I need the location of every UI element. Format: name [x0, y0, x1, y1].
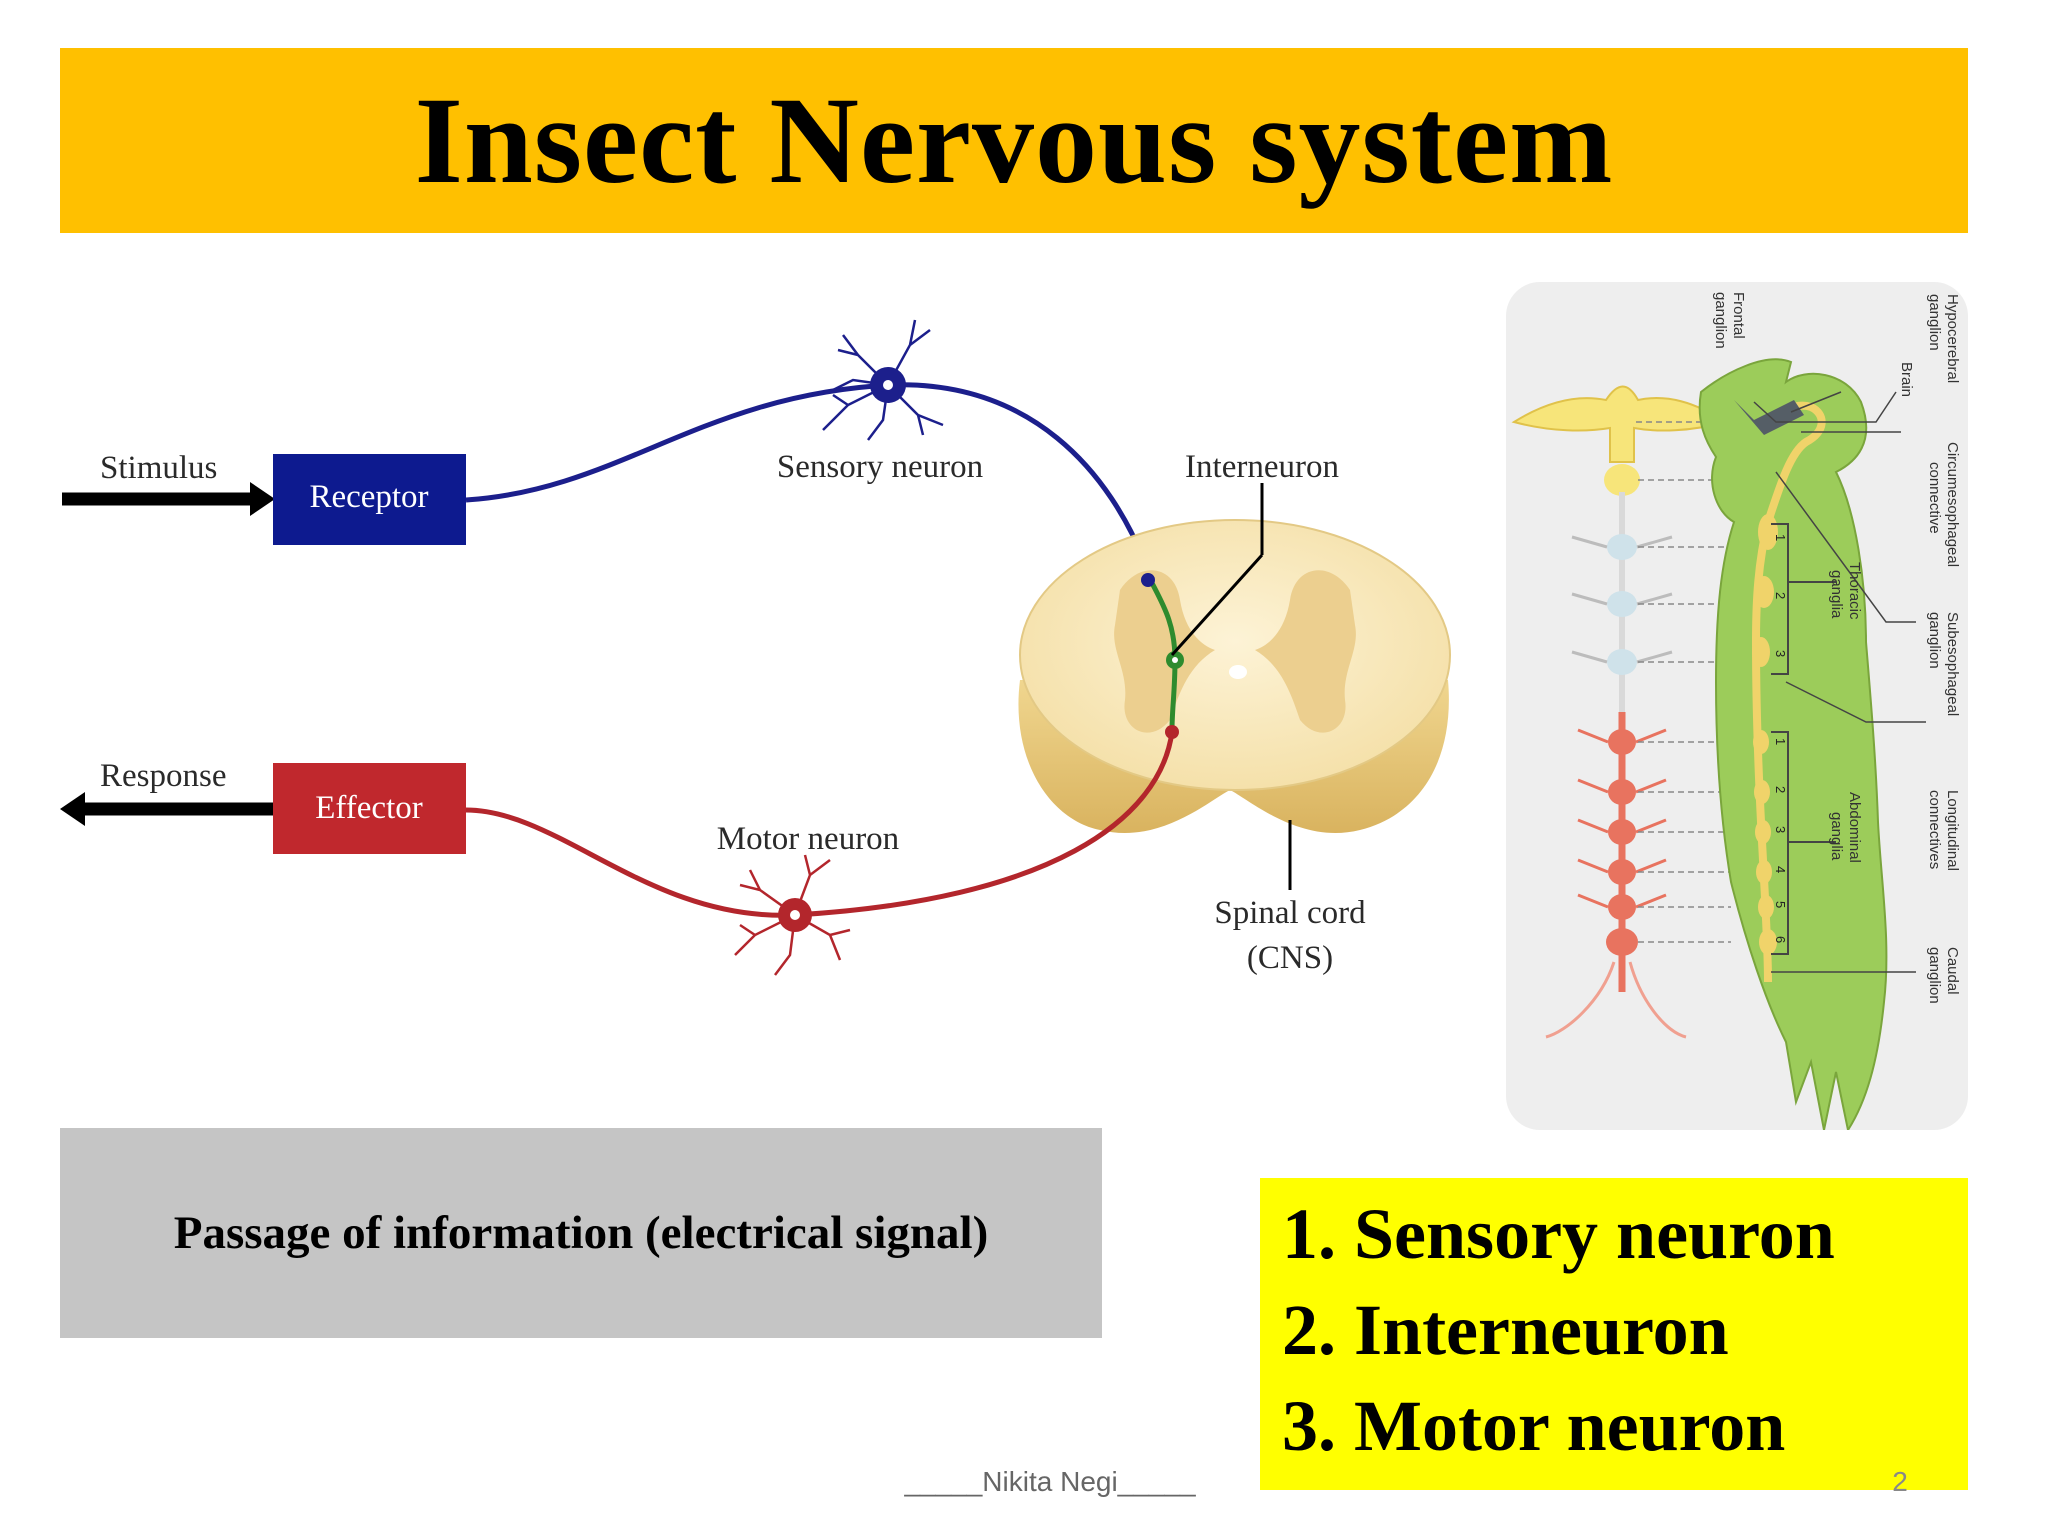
stimulus-arrow — [62, 482, 275, 516]
abdominal-number: 5 — [1773, 901, 1788, 908]
nerve-cord-schematic — [1511, 385, 1727, 1039]
abdominal-number: 2 — [1773, 786, 1788, 793]
motor-neuron-cell — [734, 854, 851, 976]
insect-body — [1698, 358, 1888, 1130]
list-item: 1. Sensory neuron — [1282, 1194, 1835, 1274]
longitudinal-label: Longitudinal — [1944, 790, 1961, 871]
brain-label: Brain — [1898, 362, 1915, 397]
interneuron — [1141, 573, 1184, 739]
dashed-guides — [1636, 421, 1746, 943]
svg-text:ganglia: ganglia — [1828, 570, 1845, 619]
effector-box — [273, 763, 466, 854]
svg-text:ganglion: ganglion — [1926, 947, 1943, 1004]
thoracic-number: 2 — [1773, 592, 1788, 599]
abdominal-number: 4 — [1773, 866, 1788, 873]
hypocerebral-label: Hypocerebral — [1944, 294, 1961, 383]
spinal-cord — [1018, 519, 1451, 834]
author-footer: _____Nikita Negi_____ — [904, 1466, 1196, 1497]
sensory-neuron-cell — [822, 319, 944, 441]
subesophageal-label: Subesophageal — [1944, 612, 1961, 716]
slide-title: Insect Nervous system — [414, 71, 1614, 209]
insect-nervous-system-figure: Hypocerebral ganglion Frontal ganglion B… — [1506, 282, 1968, 1130]
passage-caption: Passage of information (electrical signa… — [173, 1207, 989, 1259]
abdominal-number: 3 — [1773, 826, 1788, 833]
svg-text:connectives: connectives — [1926, 790, 1943, 869]
interneuron-pointer — [1170, 553, 1264, 657]
interneuron-label: Interneuron — [1185, 449, 1339, 485]
spinal-cord-label: Spinal cord — [1214, 895, 1366, 931]
response-arrow — [60, 792, 273, 826]
sensory-neuron-label: Sensory neuron — [777, 449, 983, 485]
frontal-label: Frontal — [1730, 292, 1747, 339]
svg-text:ganglion: ganglion — [1712, 292, 1729, 349]
cns-label: (CNS) — [1247, 940, 1333, 976]
page-number: 2 — [1892, 1466, 1908, 1497]
receptor-label: Receptor — [309, 479, 428, 515]
stimulus-label: Stimulus — [100, 450, 217, 486]
caudal-label: Caudal — [1944, 947, 1961, 995]
svg-text:connective: connective — [1926, 462, 1943, 534]
passage-caption-box: Passage of information (electrical signa… — [60, 1128, 1102, 1338]
abdominal-label: Abdominal — [1846, 792, 1863, 863]
response-label: Response — [100, 758, 227, 794]
effector-label: Effector — [315, 790, 423, 826]
svg-text:ganglia: ganglia — [1828, 812, 1845, 861]
thoracic-number: 3 — [1773, 650, 1788, 657]
thoracic-number: 1 — [1773, 534, 1788, 541]
list-item: 2. Interneuron — [1282, 1290, 1729, 1370]
abdominal-number: 6 — [1773, 936, 1788, 943]
receptor-box — [273, 454, 466, 545]
neuron-list: 1. Sensory neuron 2. Interneuron 3. Moto… — [1260, 1178, 1968, 1490]
circumesophageal-label: Circumesophageal — [1944, 442, 1961, 567]
title-bar: Insect Nervous system — [60, 48, 1968, 233]
svg-text:ganglion: ganglion — [1926, 612, 1943, 669]
abdominal-number: 1 — [1773, 738, 1788, 745]
motor-neuron-label: Motor neuron — [717, 821, 899, 857]
label-pointers — [1753, 391, 1926, 973]
list-item: 3. Motor neuron — [1282, 1386, 1786, 1466]
svg-text:ganglion: ganglion — [1926, 294, 1943, 351]
thoracic-label: Thoracic — [1846, 562, 1863, 620]
ganglia-brackets — [1771, 523, 1836, 955]
